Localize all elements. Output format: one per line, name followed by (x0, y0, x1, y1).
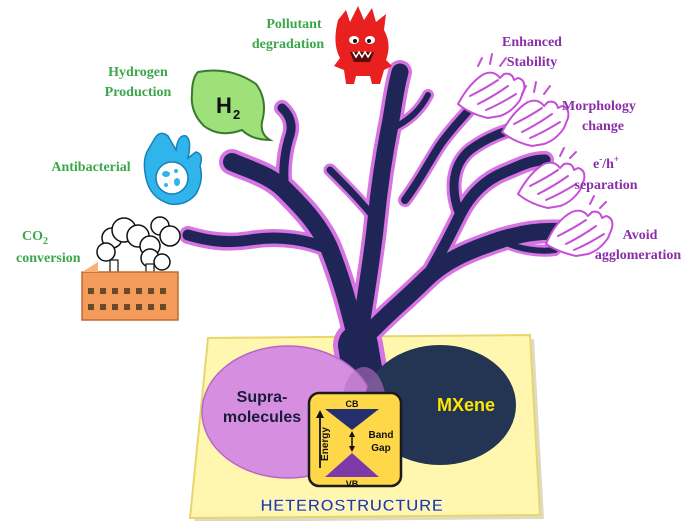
hand-icon-agglomeration (545, 195, 614, 257)
co2-label-2: conversion (16, 251, 81, 266)
vb-label: VB (346, 479, 359, 489)
hydrogen-label-2: Production (105, 85, 172, 100)
tree (179, 60, 577, 455)
hand-icon-morphology (501, 81, 570, 147)
co2-sub: 2 (43, 236, 48, 247)
morphology-label-2: change (582, 119, 624, 134)
heterostructure-title: HETEROSTRUCTURE (260, 496, 443, 515)
band-gap-label-2: Gap (371, 443, 390, 454)
glove-bacteria-icon (143, 132, 203, 206)
conduction-band (325, 409, 379, 430)
right-circle-label: MXene (437, 395, 495, 415)
morphology-label-1: Morphology (562, 99, 636, 114)
monster-icon (334, 6, 392, 84)
left-circle-label-2: molecules (223, 409, 301, 426)
eh-e-sup: - (599, 154, 602, 164)
eh-label-2: separation (575, 178, 638, 193)
eh-h-sup: + (614, 154, 619, 164)
factory-icon (81, 216, 181, 321)
h2-subscript: 2 (233, 107, 240, 122)
enhanced-label-1: Enhanced (502, 35, 562, 50)
eh-label-1: e-/h+ (593, 154, 619, 172)
band-gap-box: CB VB Energy Band Gap (307, 391, 403, 489)
antibacterial-label: Antibacterial (51, 160, 130, 175)
eh-slash-h: /h (601, 157, 614, 172)
pollutant-label-2: degradation (252, 37, 325, 52)
valence-band (325, 453, 379, 477)
hand-icon-stability (457, 53, 526, 119)
avoid-label-1: Avoid (623, 228, 658, 243)
enhanced-label-2: Stability (507, 55, 558, 70)
band-gap-label-1: Band (369, 430, 394, 441)
h2-symbol: H (216, 93, 232, 118)
avoid-label-2: agglomeration (595, 248, 682, 263)
hand-icons (457, 53, 614, 257)
energy-label: Energy (320, 427, 331, 461)
co2-main: CO (22, 229, 43, 244)
h2-bubble-icon: H 2 (190, 69, 274, 142)
hydrogen-label-1: Hydrogen (108, 65, 168, 80)
eh-e: e (593, 157, 599, 172)
cb-label: CB (346, 399, 359, 409)
co2-label-1: CO2 (22, 229, 48, 247)
left-circle-label-1: Supra- (237, 389, 288, 406)
hand-icon-separation (517, 147, 586, 209)
pollutant-label-1: Pollutant (266, 17, 322, 32)
